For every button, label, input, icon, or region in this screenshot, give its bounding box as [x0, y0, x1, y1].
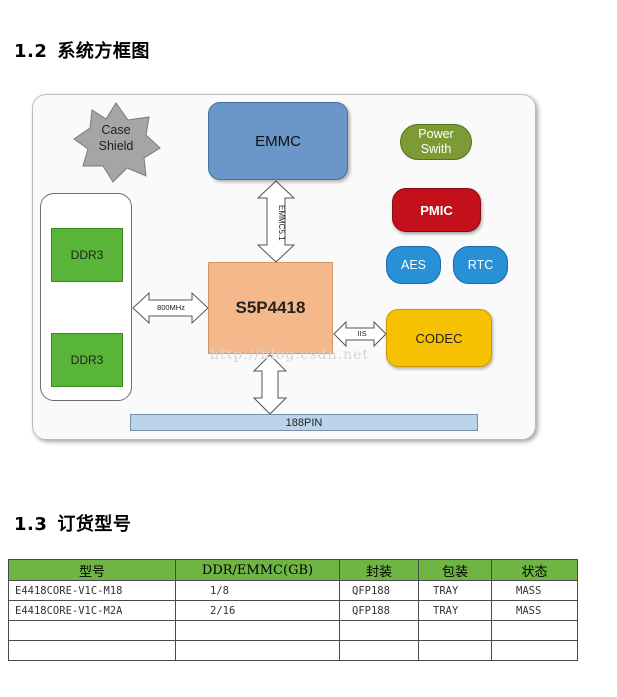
table-cell: [491, 640, 578, 661]
emmc-bus-label: EMMC5.1: [277, 205, 286, 241]
pin-bar: 188PIN: [130, 414, 478, 431]
column-header-package: 封装: [339, 559, 419, 581]
soc-block: S5P4418: [208, 262, 333, 354]
section-title: 系统方框图: [57, 41, 150, 62]
section-number: 1.3: [14, 514, 48, 535]
section-heading-1-3: 1.3 订货型号: [14, 510, 131, 536]
table-cell: MASS: [491, 600, 578, 621]
case-shield-line-1: Case: [101, 123, 131, 137]
column-header-packing: 包装: [418, 559, 492, 581]
table-cell: 2/16: [175, 600, 340, 621]
case-shield-label: Case Shield: [82, 122, 150, 154]
power-switch-line-2: Swith: [420, 142, 452, 156]
table-cell: TRAY: [418, 600, 492, 621]
table-cell: QFP188: [339, 580, 419, 601]
table-row: [8, 640, 578, 661]
table-cell: E4418CORE-V1C-M2A: [8, 600, 176, 621]
ddr3-block-2: DDR3: [51, 333, 123, 387]
rtc-block: RTC: [453, 246, 508, 284]
table-cell: 1/8: [175, 580, 340, 601]
watermark-text: http://blog.csdn.net: [210, 347, 370, 363]
emmc-block: EMMC: [208, 102, 348, 180]
section-number: 1.2: [14, 41, 48, 62]
table-cell: [8, 620, 176, 641]
table-cell: [339, 640, 419, 661]
table-row: [8, 620, 578, 641]
column-header-model: 型号: [8, 559, 176, 581]
ddr-bus-label: 800MHz: [157, 303, 185, 312]
table-row: E4418CORE-V1C-M18 1/8 QFP188 TRAY MASS: [8, 580, 578, 601]
aes-block: AES: [386, 246, 441, 284]
table-row: E4418CORE-V1C-M2A 2/16 QFP188 TRAY MASS: [8, 600, 578, 621]
table-cell: [418, 640, 492, 661]
table-header-row: 型号 DDR/EMMC(GB) 封装 包装 状态: [8, 559, 578, 581]
table-cell: MASS: [491, 580, 578, 601]
order-table: 型号 DDR/EMMC(GB) 封装 包装 状态 E4418CORE-V1C-M…: [8, 559, 578, 661]
pin-bus-arrow-icon: [252, 354, 288, 415]
column-header-status: 状态: [491, 559, 578, 581]
case-shield-star-icon: [73, 102, 161, 183]
table-cell: E4418CORE-V1C-M18: [8, 580, 176, 601]
table-cell: [418, 620, 492, 641]
table-cell: TRAY: [418, 580, 492, 601]
ddr3-block-1: DDR3: [51, 228, 123, 282]
table-cell: [175, 640, 340, 661]
codec-block: CODEC: [386, 309, 492, 367]
section-title: 订货型号: [57, 514, 132, 535]
table-cell: [491, 620, 578, 641]
section-heading-1-2: 1.2 系统方框图: [14, 37, 150, 63]
table-cell: [339, 620, 419, 641]
table-cell: QFP188: [339, 600, 419, 621]
power-switch-line-1: Power: [418, 127, 454, 141]
power-switch-block: Power Swith: [400, 124, 472, 160]
audio-bus-label: IIS: [357, 329, 367, 338]
table-cell: [8, 640, 176, 661]
column-header-memory: DDR/EMMC(GB): [175, 559, 340, 581]
table-cell: [175, 620, 340, 641]
case-shield-line-2: Shield: [98, 139, 134, 153]
pmic-block: PMIC: [392, 188, 481, 232]
